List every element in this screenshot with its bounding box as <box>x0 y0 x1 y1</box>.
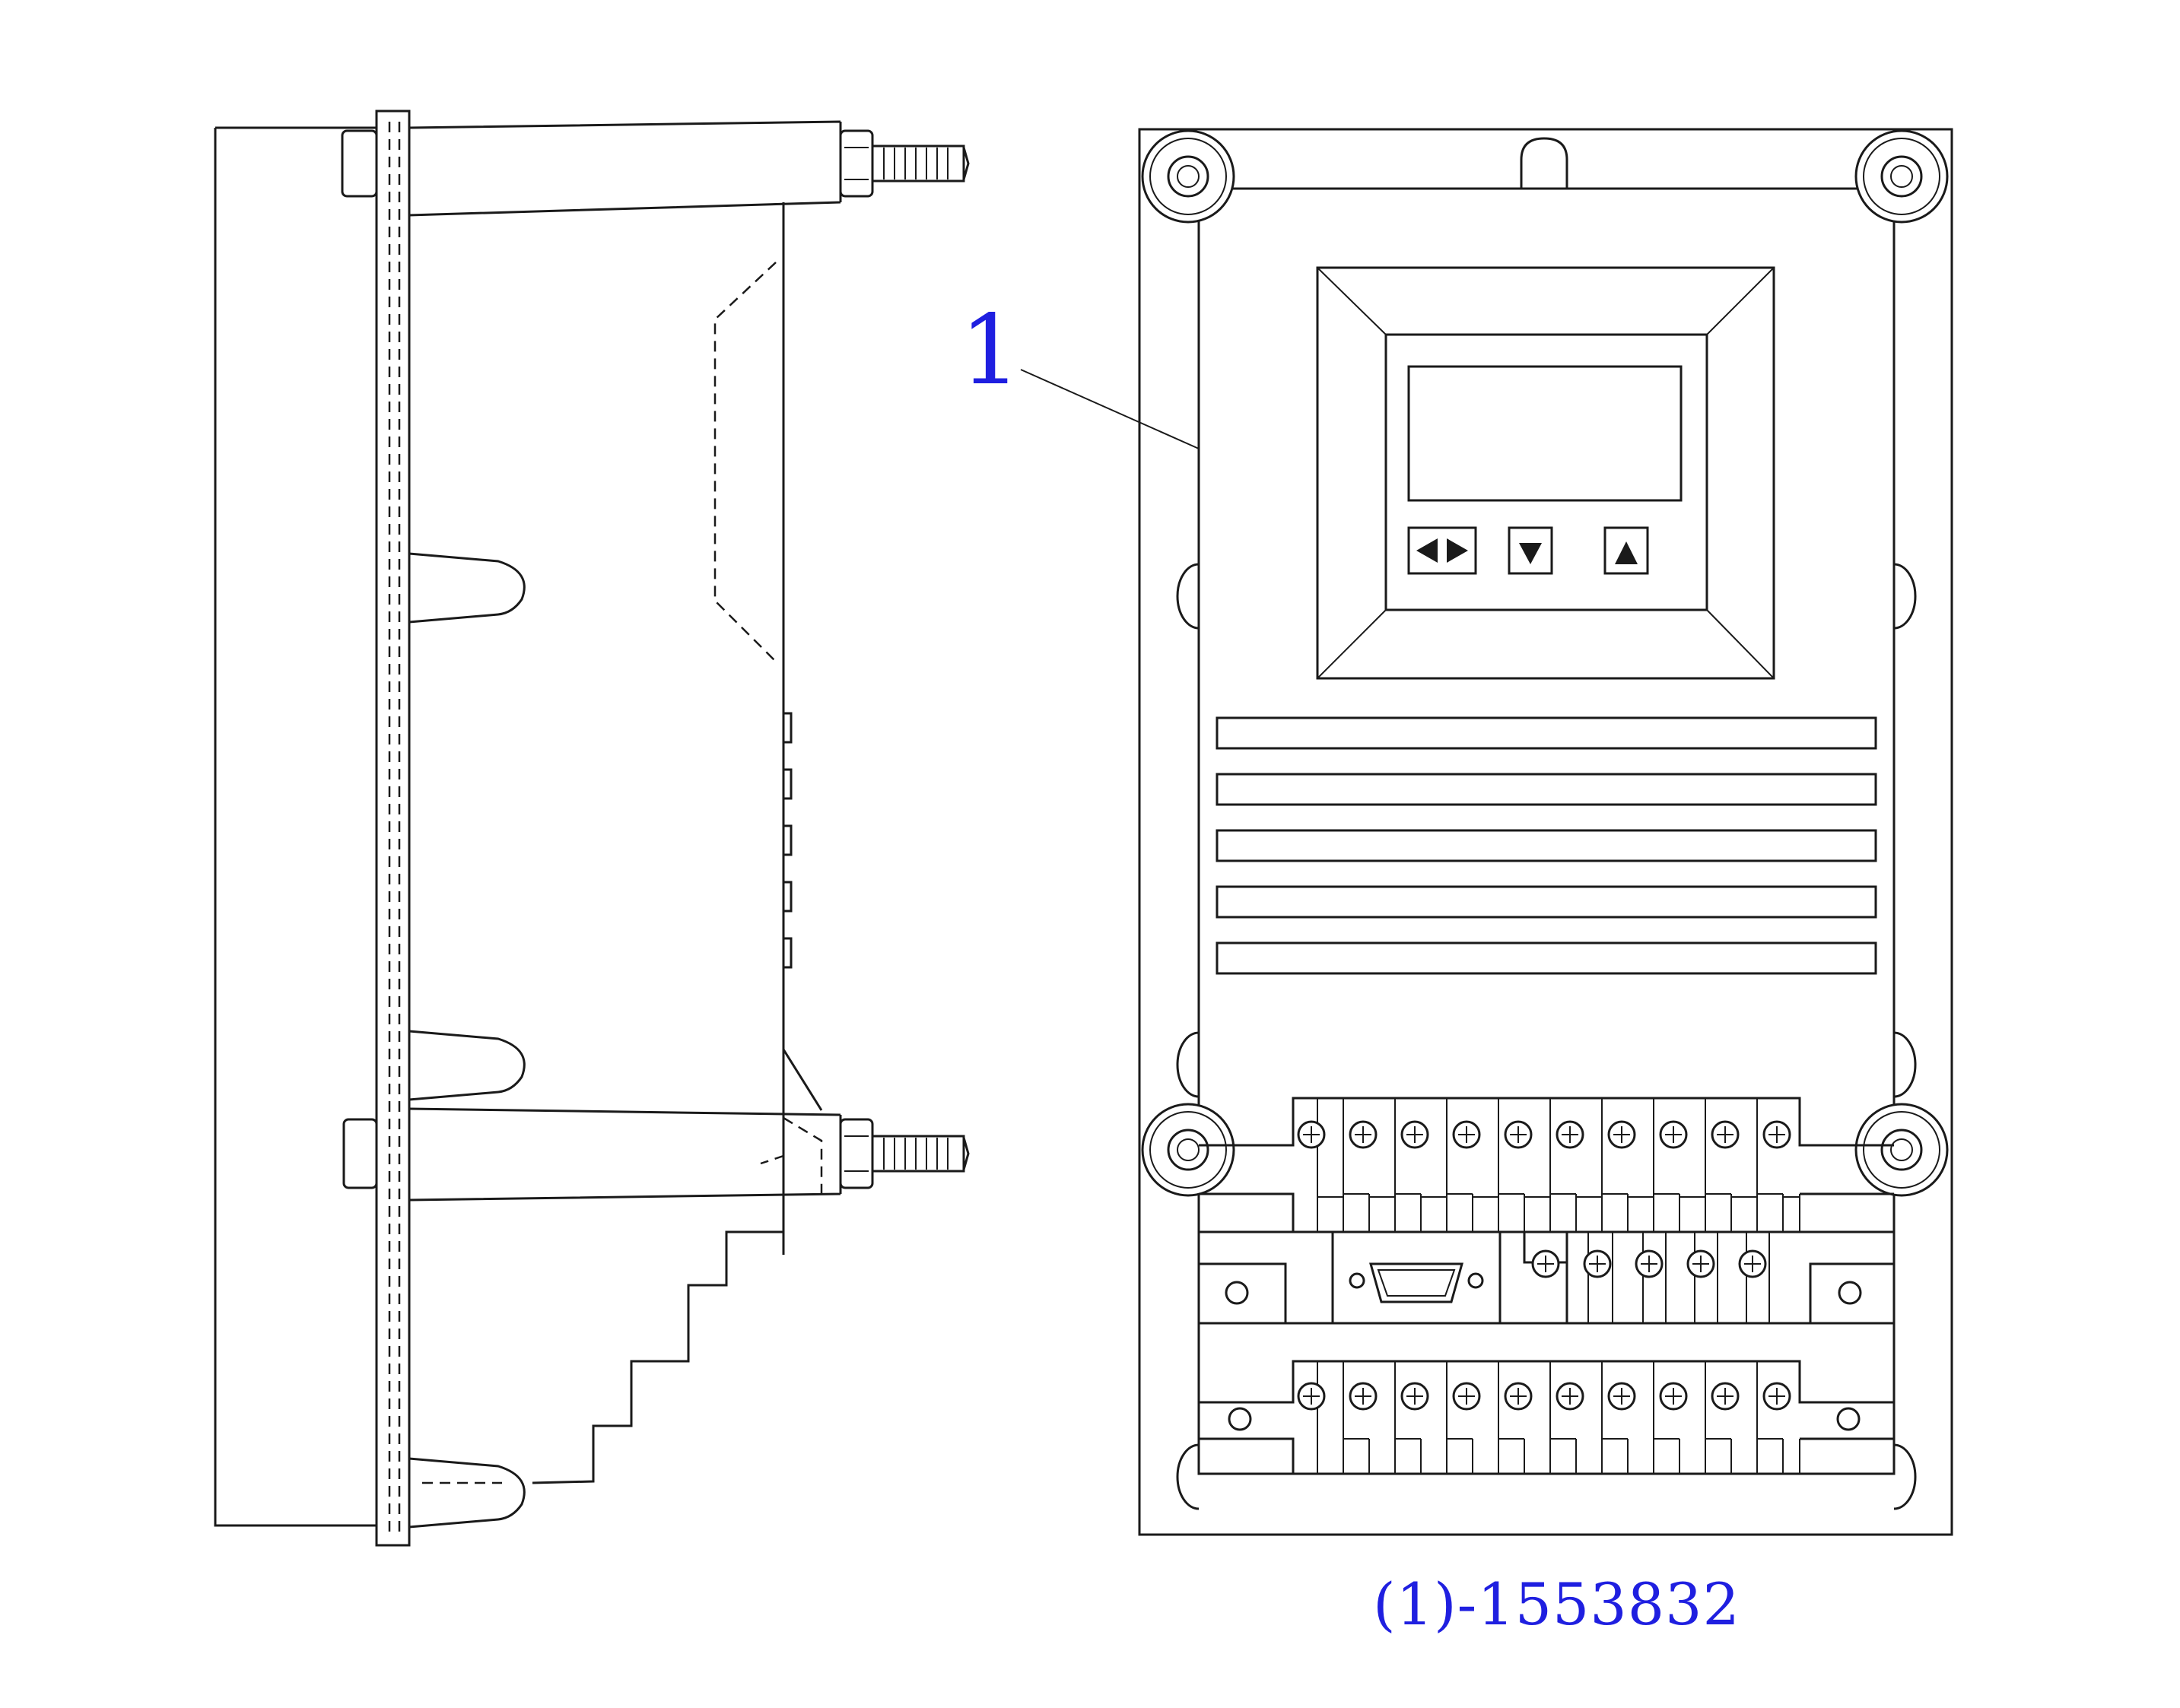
middle-left-mount <box>1199 1262 1287 1323</box>
terminal-screw <box>1400 1382 1429 1411</box>
terminal-screw <box>1762 1382 1791 1411</box>
side-view-top-nut <box>839 129 874 198</box>
terminal-screw <box>1452 1120 1481 1149</box>
side-view-bottom-bracket <box>408 1107 842 1202</box>
terminal-screw <box>1556 1120 1584 1149</box>
down-arrow-icon <box>1519 543 1542 564</box>
upper-terminal-strip <box>1199 1097 1894 1233</box>
terminal-screw <box>1659 1382 1688 1411</box>
side-slots <box>1176 563 1917 1510</box>
serial-connector <box>1331 1230 1502 1325</box>
up-arrow-icon <box>1615 541 1638 564</box>
terminal-screw <box>1349 1382 1378 1411</box>
corner-bolt <box>1854 1103 1949 1197</box>
terminal-screw <box>1711 1120 1740 1149</box>
side-view-middle-gusset <box>408 1030 526 1101</box>
display-bezel-outer <box>1316 266 1775 680</box>
terminal-screw <box>1635 1249 1664 1278</box>
terminal-screw <box>1607 1120 1636 1149</box>
left-arrow-icon <box>1416 538 1438 563</box>
terminal-screw <box>1297 1120 1326 1149</box>
terminal-screw <box>1531 1249 1560 1278</box>
side-view-buttons <box>782 712 793 969</box>
terminal-screw <box>1297 1382 1326 1411</box>
terminal-screw <box>1504 1120 1533 1149</box>
side-view-bottom-back-nut <box>342 1118 378 1189</box>
side-view-top-back-nut <box>341 129 378 198</box>
callout-number: 1 <box>960 294 1022 406</box>
front-view <box>1020 128 1953 1536</box>
part-number-label: (1)-1553832 <box>1373 1570 1740 1638</box>
corner-bolt <box>1854 129 1949 224</box>
side-view-top-bracket <box>408 120 842 217</box>
side-view <box>214 110 970 1547</box>
display-bezel-inner <box>1384 333 1708 611</box>
terminal-screw <box>1686 1249 1715 1278</box>
terminal-screw <box>1504 1382 1533 1411</box>
front-view-inner-panel <box>1197 187 1896 1475</box>
lower-terminal-strip <box>1199 1360 1894 1475</box>
display-module <box>1316 266 1775 680</box>
terminal-screw <box>1556 1382 1584 1411</box>
terminal-screw <box>1607 1382 1636 1411</box>
vent-slots <box>1216 716 1877 975</box>
middle-terminal-strip <box>1523 1232 1770 1323</box>
callout-leader-line <box>1020 369 1200 449</box>
corner-bolt <box>1141 1103 1235 1197</box>
right-arrow-icon <box>1447 538 1468 563</box>
side-view-bottom-nut <box>839 1118 874 1189</box>
side-view-stepped-profile <box>532 1202 785 1484</box>
side-view-housing <box>214 126 377 1527</box>
terminal-screw <box>1738 1249 1767 1278</box>
side-view-lower-gusset <box>408 1457 526 1529</box>
terminal-screw <box>1762 1120 1791 1149</box>
side-view-mounting-plate <box>375 110 411 1547</box>
front-view-outer-frame <box>1138 128 1953 1536</box>
side-view-upper-gusset <box>408 552 526 624</box>
middle-right-mount <box>1809 1262 1894 1323</box>
terminal-screw <box>1349 1120 1378 1149</box>
terminal-screw <box>1659 1120 1688 1149</box>
terminal-screw <box>1400 1120 1429 1149</box>
terminal-screw <box>1583 1249 1612 1278</box>
keypad <box>1407 526 1649 575</box>
corner-bolt <box>1141 129 1235 224</box>
terminal-screw <box>1711 1382 1740 1411</box>
display-screen <box>1407 365 1683 502</box>
hanger-tab <box>1520 137 1568 189</box>
terminal-screw <box>1452 1382 1481 1411</box>
